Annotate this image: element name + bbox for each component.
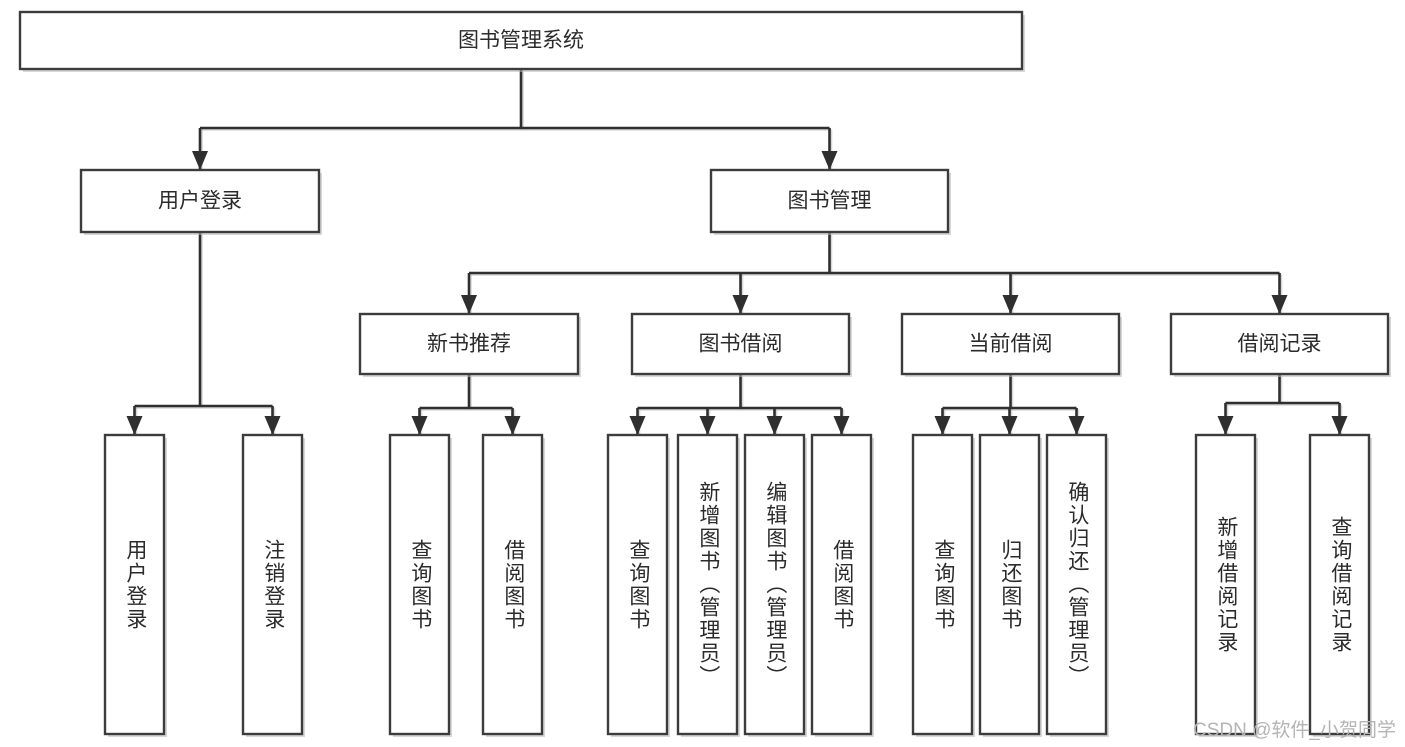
node-box-l2-0-label: 用户登录 xyxy=(158,190,242,213)
node-box-leaf-6[interactable] xyxy=(743,433,806,736)
arrow-g4-1 xyxy=(1331,416,1348,435)
connectors-layer xyxy=(126,69,1348,436)
node-box-leaf-4[interactable] xyxy=(606,433,669,736)
arrow-g2-2 xyxy=(766,416,783,435)
node-box-l3-1-label: 图书借阅 xyxy=(699,333,783,356)
node-box-leaf-3[interactable] xyxy=(481,433,544,736)
node-box-l3-1[interactable] xyxy=(630,312,851,376)
node-box-l3-0-label: 新书推荐 xyxy=(427,333,511,356)
node-box-l2-1-label: 图书管理 xyxy=(788,190,872,213)
node-box-l2-0[interactable] xyxy=(79,168,321,234)
arrow-g2-0 xyxy=(629,416,646,435)
node-box-leaf-2[interactable] xyxy=(388,433,451,736)
arrow-g1-1 xyxy=(504,416,521,435)
node-box-root-0[interactable] xyxy=(18,10,1024,71)
arrow-l3-3 xyxy=(1271,295,1288,314)
node-box-leaf-1[interactable] xyxy=(241,433,304,736)
node-box-leaf-11[interactable] xyxy=(1194,433,1257,736)
arrow-l2-1 xyxy=(821,151,838,170)
node-box-l3-0[interactable] xyxy=(358,312,580,376)
arrow-g0-1 xyxy=(264,416,281,435)
arrow-g4-0 xyxy=(1217,416,1234,435)
arrow-g2-3 xyxy=(833,416,850,435)
node-box-leaf-8[interactable] xyxy=(911,433,974,736)
node-box-leaf-5[interactable] xyxy=(676,433,739,736)
node-box-l3-3[interactable] xyxy=(1169,312,1390,376)
arrow-g3-1 xyxy=(1001,416,1018,435)
arrow-g2-1 xyxy=(699,416,716,435)
node-box-l3-2[interactable] xyxy=(900,312,1121,376)
node-box-leaf-7[interactable] xyxy=(810,433,873,736)
watermark-text: CSDN @软件_小贺同学 xyxy=(1193,720,1396,741)
node-boxes-layer xyxy=(18,10,1391,737)
node-box-l2-1[interactable] xyxy=(709,168,950,234)
arrow-g3-2 xyxy=(1068,416,1085,435)
node-box-root-0-label: 图书管理系统 xyxy=(458,29,584,52)
arrow-g3-0 xyxy=(934,416,951,435)
arrow-l3-1 xyxy=(732,295,749,314)
arrow-l3-2 xyxy=(1002,295,1019,314)
arrow-l3-0 xyxy=(461,295,477,314)
node-box-l3-2-label: 当前借阅 xyxy=(969,333,1053,356)
node-box-leaf-9[interactable] xyxy=(978,433,1041,736)
arrow-g1-0 xyxy=(411,416,428,435)
node-box-leaf-10[interactable] xyxy=(1045,433,1108,736)
node-box-leaf-12[interactable] xyxy=(1308,433,1371,736)
arrow-g0-0 xyxy=(126,416,143,435)
arrow-l2-0 xyxy=(192,151,208,170)
node-box-l3-3-label: 借阅记录 xyxy=(1238,333,1322,356)
node-box-leaf-0[interactable] xyxy=(103,433,166,736)
